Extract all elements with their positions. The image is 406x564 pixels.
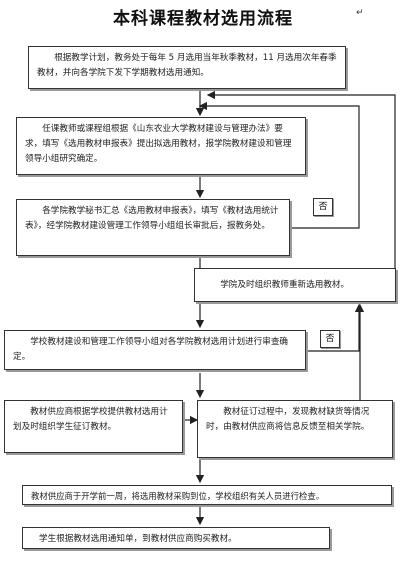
paragraph-mark: ↵ <box>356 8 364 18</box>
reject-label-2: 否 <box>320 330 340 348</box>
reject-label-1: 否 <box>313 198 333 216</box>
step-4-text: 学院及时组织教师重新选用教材。 <box>220 280 350 290</box>
step-7-box: 教材征订过程中，发现教材缺货等情况时，由教材供应商将信息反馈至相关学院。 <box>197 400 393 458</box>
step-6-box: 教材供应商根据学校提供教材选用计划及时组织学生征订教材。 <box>4 400 183 453</box>
step-8-text: 教材供应商于开学前一周，将选用教材采购到位，学校组织有关人员进行检查。 <box>31 491 325 501</box>
arrow-b4-loop <box>206 90 396 280</box>
step-4-box: 学院及时组织教师重新选用教材。 <box>194 268 396 302</box>
arrow-b5-reject <box>305 303 364 352</box>
step-3-text: 各学院教学秘书汇总《选用教材申报表》，填写《教材选用统计表》，经学院教材建设管理… <box>25 206 279 232</box>
step-5-text: 学校教材建设和管理工作领导小组对各学院教材选用计划进行审查确定。 <box>13 337 289 363</box>
step-2-box: 任课教师或课程组根据《山东农业大学教材建设与管理办法》要求，填写《选用教材申报表… <box>16 117 306 175</box>
page-title: 本科课程教材选用流程 <box>113 9 293 29</box>
step-3-box: 各学院教学秘书汇总《选用教材申报表》，填写《教材选用统计表》，经学院教材建设管理… <box>16 199 290 256</box>
step-6-text: 教材供应商根据学校提供教材选用计划及时组织学生征订教材。 <box>13 407 168 433</box>
step-5-box: 学校教材建设和管理工作领导小组对各学院教材选用计划进行审查确定。 <box>4 330 306 370</box>
step-2-text: 任课教师或课程组根据《山东农业大学教材建设与管理办法》要求，填写《选用教材申报表… <box>25 124 292 165</box>
arrow-b3-reject <box>198 101 360 229</box>
step-9-text: 学生根据教材选用通知单，到教材供应商购买教材。 <box>39 534 237 544</box>
step-1-text: 根据教学计划，教务处于每年 5 月选用当年秋季教材，11 月选用次年春季教材，并… <box>37 53 337 79</box>
step-9-box: 学生根据教材选用通知单，到教材供应商购买教材。 <box>22 527 330 549</box>
step-1-box: 根据教学计划，教务处于每年 5 月选用当年秋季教材，11 月选用次年春季教材，并… <box>28 46 346 89</box>
step-7-text: 教材征订过程中，发现教材缺货等情况时，由教材供应商将信息反馈至相关学院。 <box>206 407 370 433</box>
step-8-box: 教材供应商于开学前一周，将选用教材采购到位，学校组织有关人员进行检查。 <box>22 485 392 505</box>
